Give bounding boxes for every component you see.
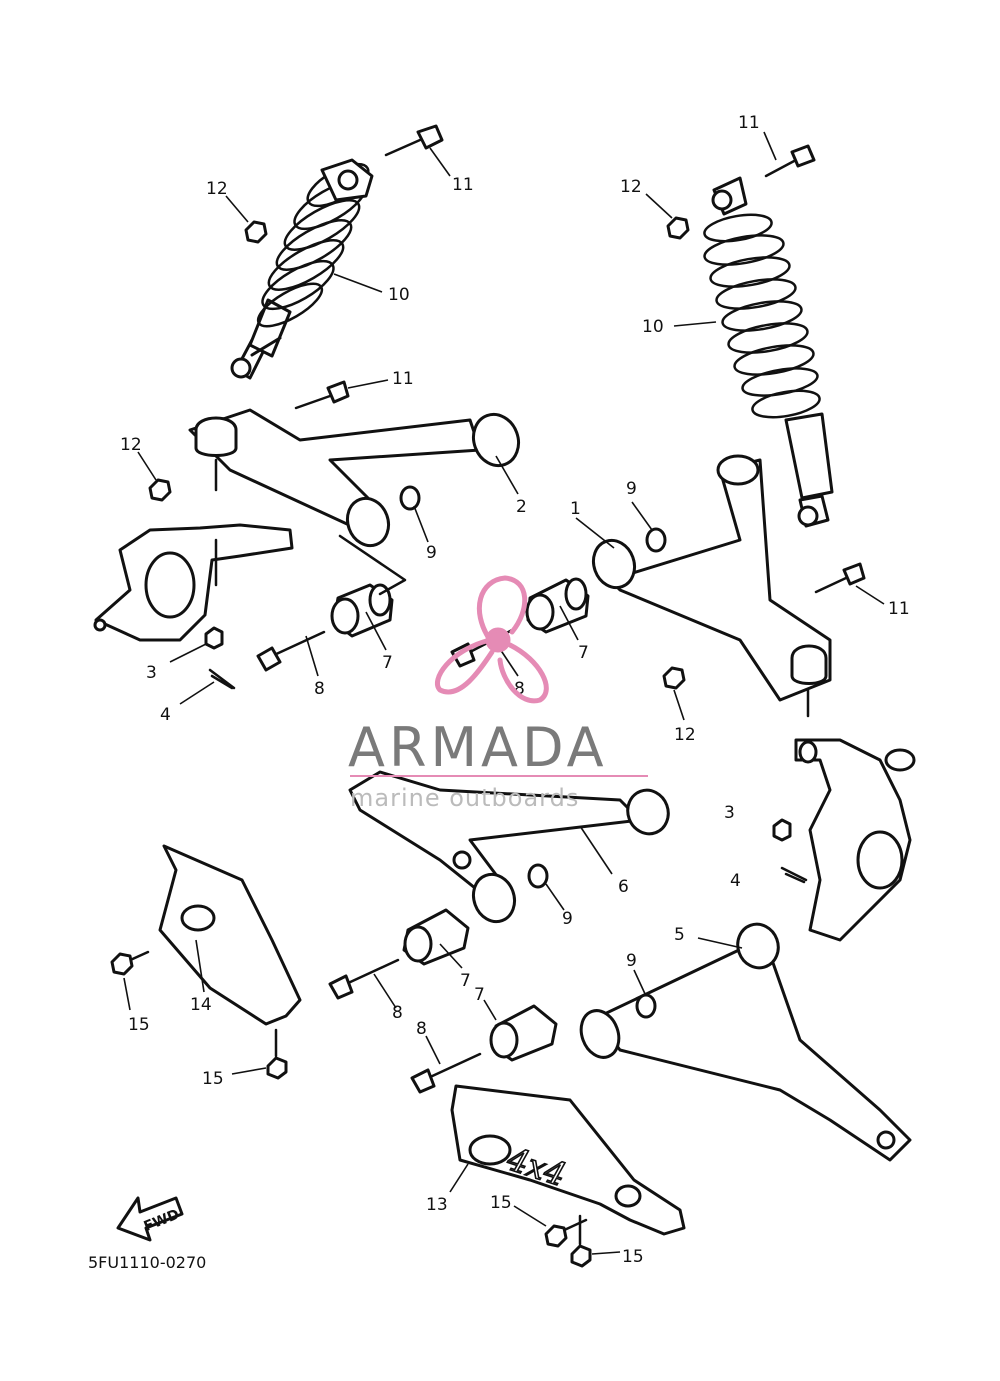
right-cotter-pin <box>780 866 808 884</box>
callout-7-lower-front: 7 <box>460 971 471 991</box>
right-steering-knuckle <box>794 738 916 942</box>
left-arm-guard <box>158 844 302 1026</box>
callout-7-lower-rear: 7 <box>474 985 485 1005</box>
callout-4-right: 4 <box>730 871 741 891</box>
right-shock-absorber <box>703 176 834 528</box>
right-castle-nut <box>772 818 792 842</box>
callout-1: 1 <box>570 499 581 519</box>
callout-12-left-arm: 12 <box>120 435 142 455</box>
callout-numbers: 1 2 3 3 4 4 5 6 7 7 7 7 8 8 8 8 9 9 9 9 … <box>120 113 910 1267</box>
right-upper-shock-bolt <box>764 144 816 178</box>
callout-11-left-arm: 11 <box>392 369 414 389</box>
left-shock-absorber <box>230 158 374 380</box>
propeller-logo-icon <box>435 575 549 704</box>
lower-arm-bolt-rear <box>410 1052 482 1094</box>
callout-2: 2 <box>516 497 527 517</box>
left-assembly-guide <box>338 534 407 596</box>
callout-8-lower-rear: 8 <box>416 1019 427 1039</box>
right-lower-arm <box>579 922 912 1162</box>
callout-7-right: 7 <box>578 643 589 663</box>
callout-15-left: 15 <box>128 1015 150 1035</box>
right-arm-guard: 4x4 <box>450 1084 686 1236</box>
watermark-tagline: marine outboards <box>350 784 579 812</box>
callout-10-right: 10 <box>642 317 664 337</box>
guard-bolt-right <box>544 1218 588 1248</box>
guard-bolt-lower <box>266 1028 288 1080</box>
right-arm-bushing <box>525 577 590 634</box>
left-arm-bolt <box>256 630 326 672</box>
callout-12-right-arm: 12 <box>674 725 696 745</box>
callout-5: 5 <box>674 925 685 945</box>
right-upper-arm-nut <box>662 666 686 690</box>
callout-8-right: 8 <box>514 679 525 699</box>
right-upper-arm <box>591 454 832 718</box>
right-lower-arm-washer <box>635 993 657 1019</box>
right-upper-shock-nut <box>666 216 690 240</box>
left-upper-shock-nut <box>244 220 268 244</box>
callout-9-lower-rear: 9 <box>626 951 637 971</box>
callout-9-left: 9 <box>426 543 437 563</box>
left-upper-arm-bolt <box>294 380 350 410</box>
watermark-brand: ARMADA <box>348 716 608 779</box>
left-steering-knuckle <box>93 523 294 642</box>
callout-3-right: 3 <box>724 803 735 823</box>
callout-12-left-top: 12 <box>206 179 228 199</box>
callout-3-left: 3 <box>146 663 157 683</box>
lower-arm-bushing-rear <box>489 1004 558 1062</box>
left-upper-arm-nut <box>148 478 172 502</box>
callout-11-right-top: 11 <box>738 113 760 133</box>
left-cotter-pin <box>208 668 236 690</box>
guard-bolt-right-lower <box>570 1214 592 1268</box>
left-upper-shock-bolt <box>384 124 444 157</box>
diagram-code: 5FU1110-0270 <box>88 1253 206 1272</box>
callout-9-lower-front: 9 <box>562 909 573 929</box>
leader-lines <box>123 131 885 1255</box>
callout-14: 14 <box>190 995 212 1015</box>
callout-8-lower-front: 8 <box>392 1003 403 1023</box>
callout-15-guard-lower: 15 <box>202 1069 224 1089</box>
lower-arm-bushing-front <box>402 908 470 966</box>
callout-10-left: 10 <box>388 285 410 305</box>
left-upper-arm <box>188 408 521 548</box>
callout-15-right-lower: 15 <box>622 1247 644 1267</box>
left-castle-nut <box>204 626 224 650</box>
callout-11-right-arm: 11 <box>888 599 910 619</box>
left-lower-arm <box>348 770 670 924</box>
right-upper-arm-washer <box>645 527 667 553</box>
forward-arrow: FWD <box>116 1196 184 1242</box>
left-arm-bushing <box>330 583 394 638</box>
lower-arm-washer-front <box>527 863 549 889</box>
callout-12-right-top: 12 <box>620 177 642 197</box>
callout-15-right: 15 <box>490 1193 512 1213</box>
callout-4-left: 4 <box>160 705 171 725</box>
callout-7-left: 7 <box>382 653 393 673</box>
left-upper-arm-washer <box>399 485 421 511</box>
armada-watermark: ARMADA marine outboards <box>348 575 648 812</box>
right-upper-arm-bolt <box>814 562 866 594</box>
callout-8-left: 8 <box>314 679 325 699</box>
callout-6: 6 <box>618 877 629 897</box>
lower-arm-bolt-front <box>328 958 400 1000</box>
callout-13: 13 <box>426 1195 448 1215</box>
callout-11-left-top: 11 <box>452 175 474 195</box>
callout-9-right: 9 <box>626 479 637 499</box>
guard-bolt-left <box>110 950 150 976</box>
